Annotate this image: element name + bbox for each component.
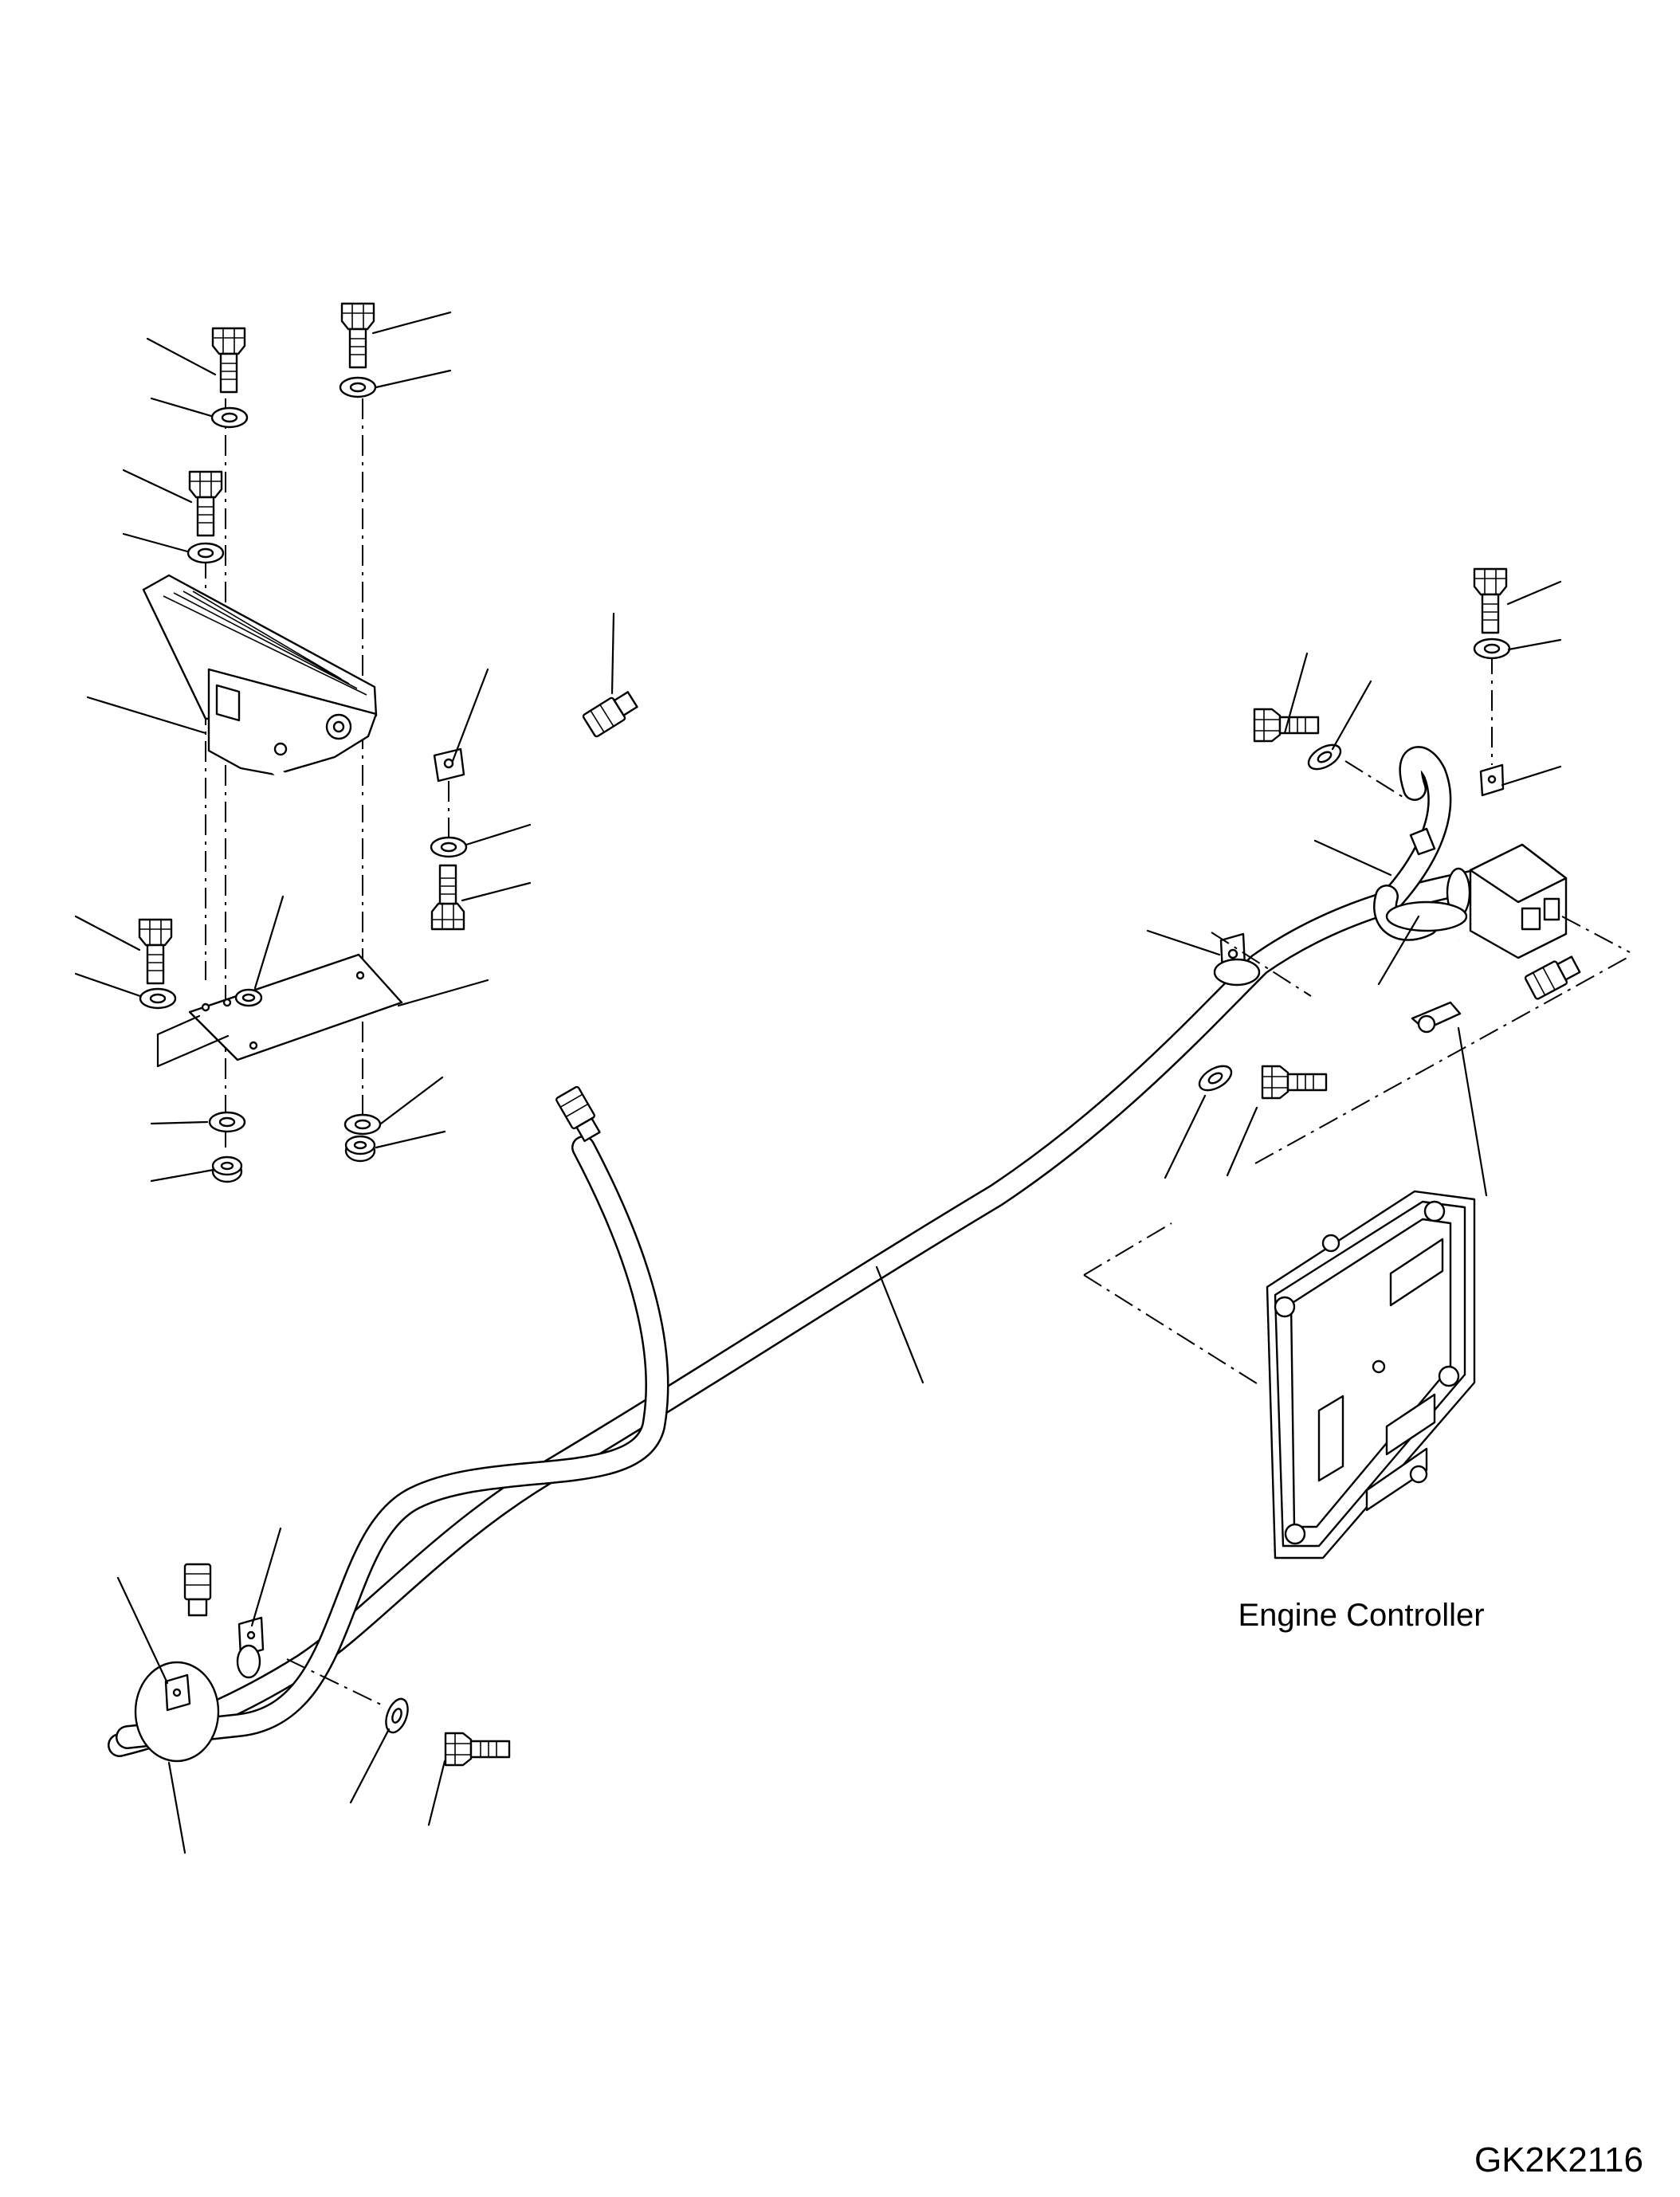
clip-bolt bbox=[444, 1732, 511, 1767]
plate-washer bbox=[343, 1113, 382, 1136]
pedal-washer bbox=[186, 542, 225, 564]
pedal-bolt bbox=[340, 302, 375, 369]
drawing-code: GK2K2116 bbox=[1474, 2140, 1643, 2179]
right-bolt bbox=[1473, 567, 1508, 634]
pedal-bolt bbox=[211, 327, 246, 394]
plate-washer bbox=[139, 987, 177, 1010]
pedal-washer bbox=[210, 406, 249, 429]
pedal-bolt bbox=[188, 470, 223, 537]
clip-washer bbox=[430, 836, 468, 858]
clip-bolt bbox=[1261, 1065, 1328, 1100]
right-washer bbox=[1473, 638, 1511, 660]
leader-lines bbox=[74, 311, 1562, 1854]
side-washer bbox=[1303, 739, 1346, 775]
clip-washer bbox=[1194, 1060, 1237, 1097]
plate-bolt bbox=[138, 918, 173, 985]
engine-controller-label: Engine Controller bbox=[1238, 1598, 1484, 1633]
accelerator-pedal bbox=[142, 574, 378, 776]
left-connector bbox=[183, 1563, 212, 1617]
plate-nut bbox=[211, 1155, 243, 1183]
clip-washer bbox=[380, 1695, 414, 1736]
pedal-base-plate bbox=[188, 953, 403, 1061]
pedal-washer bbox=[339, 376, 377, 398]
pedal-assembly bbox=[138, 302, 641, 1183]
right-small-connector bbox=[1523, 951, 1583, 1001]
ecm-connector bbox=[1446, 843, 1568, 959]
branch-connector bbox=[554, 1085, 605, 1144]
ground-terminal bbox=[1411, 1001, 1462, 1034]
main-harness bbox=[108, 567, 1631, 1767]
pedal-cable bbox=[266, 687, 641, 806]
clip-bolt bbox=[430, 864, 465, 931]
engine-controller: Engine Controller bbox=[1083, 1190, 1485, 1633]
pedal-connector bbox=[581, 687, 641, 739]
plate-nut bbox=[344, 1135, 376, 1163]
plate-washer bbox=[208, 1111, 246, 1133]
